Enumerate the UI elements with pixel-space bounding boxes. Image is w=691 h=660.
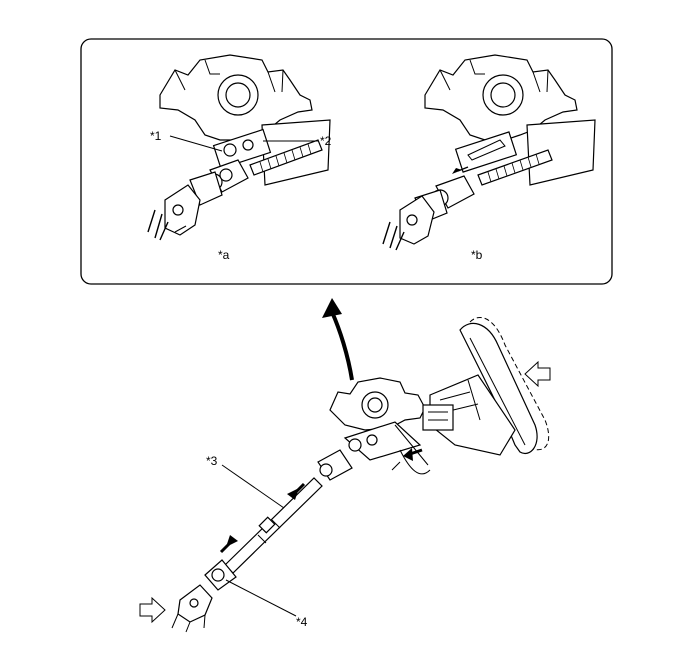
detail-reference-arrow <box>322 298 354 381</box>
view-a-illustration <box>147 54 331 241</box>
view-a-label: *a <box>218 248 230 262</box>
callout-1-label: *1 <box>150 129 162 143</box>
shaft-arrow-lower <box>219 535 238 554</box>
shaft-arrow-upper <box>287 482 306 500</box>
steering-column-assembly <box>171 317 550 633</box>
view-b-label: *b <box>471 248 483 262</box>
callout-2-label: *2 <box>320 134 332 148</box>
callout-3-leader <box>221 464 285 509</box>
callout-4-label: *4 <box>296 615 308 629</box>
callout-1-leader <box>169 135 223 152</box>
intermediate-shaft-arrow <box>403 448 423 461</box>
callout-3-label: *3 <box>206 454 218 468</box>
callout-4-leader <box>225 579 297 617</box>
rear-view-arrow <box>524 360 551 388</box>
front-view-arrow <box>139 596 166 624</box>
view-b-illustration <box>382 54 596 251</box>
